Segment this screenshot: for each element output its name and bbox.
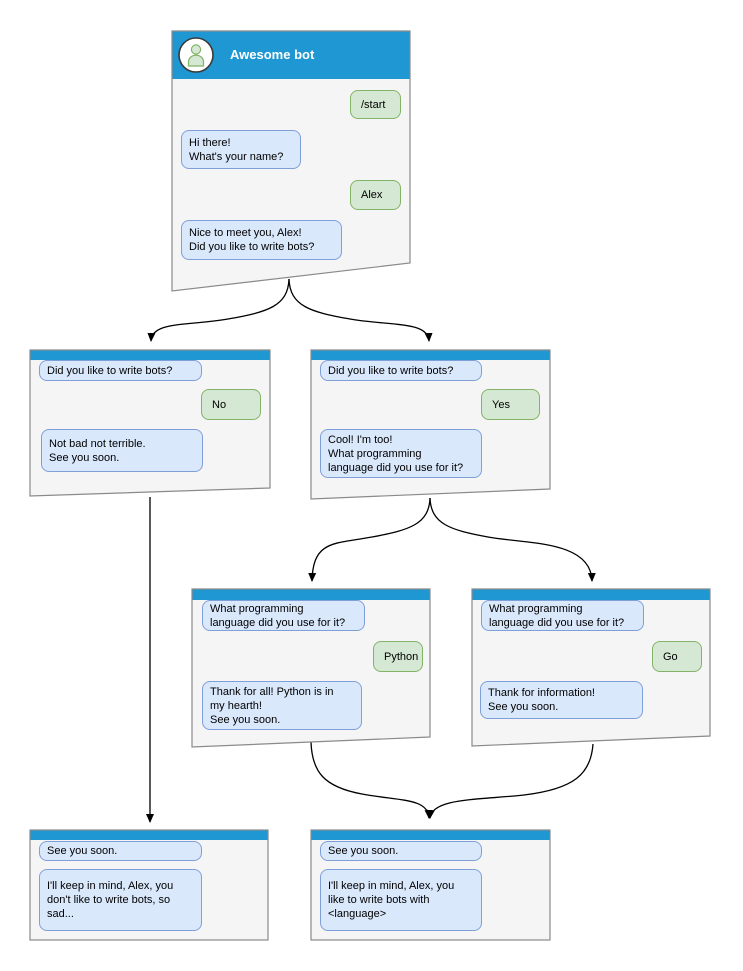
branch-yes-header-bar: [311, 350, 550, 360]
user-message-bubble[interactable]: Python: [373, 641, 423, 672]
bot-avatar: [178, 37, 214, 73]
bot-message-bubble[interactable]: Thank for information! See you soon.: [480, 681, 643, 719]
message-text: /start: [361, 98, 386, 111]
bot-message-bubble[interactable]: Thank for all! Python is in my hearth! S…: [202, 681, 362, 730]
connector-yes-to-go: [429, 497, 596, 582]
message-text: See you soon.: [47, 845, 118, 857]
message-text: See you soon.: [328, 845, 399, 857]
bot-message-bubble[interactable]: What programming language did you use fo…: [481, 600, 644, 631]
branch-go-border: [471, 588, 711, 747]
user-message-bubble[interactable]: Alex: [350, 180, 401, 210]
message-text: I'll keep in mind, Alex, you don't like …: [47, 880, 174, 920]
message-text: Go: [663, 650, 678, 663]
message-text: What programming language did you use fo…: [210, 602, 346, 629]
branch-go-header-bar: [472, 589, 710, 600]
message-text: Python: [384, 650, 419, 663]
person-icon: [187, 44, 205, 67]
user-message-bubble[interactable]: No: [201, 389, 261, 420]
bot-message-bubble[interactable]: Did you like to write bots?: [320, 360, 482, 381]
message-text: Not bad not terrible. See you soon.: [49, 437, 146, 464]
connector-yes-to-python: [308, 497, 431, 582]
bot-message-bubble[interactable]: Nice to meet you, Alex! Did you like to …: [181, 220, 342, 260]
branch-python-header-bar: [192, 589, 430, 600]
connector-main-to-yes: [288, 278, 433, 342]
message-text: No: [212, 398, 227, 411]
bot-message-bubble[interactable]: Did you like to write bots?: [39, 360, 202, 381]
end-yes-header-bar: [311, 830, 550, 840]
end-no-header-bar: [30, 830, 268, 840]
message-text: What programming language did you use fo…: [489, 602, 625, 629]
end-no-border: [29, 829, 269, 941]
branch-python-border: [191, 588, 431, 748]
branch-yes-border: [310, 349, 551, 500]
message-text: Hi there! What's your name?: [189, 136, 284, 163]
user-message-bubble[interactable]: Go: [652, 641, 702, 672]
bot-message-bubble[interactable]: I'll keep in mind, Alex, you like to wri…: [320, 869, 482, 931]
branch-no-border: [29, 349, 271, 497]
bot-message-bubble[interactable]: Cool! I'm too! What programming language…: [320, 429, 482, 478]
bot-message-bubble[interactable]: See you soon.: [320, 841, 482, 861]
end-yes-border: [310, 829, 551, 941]
chat-window-main-border: [171, 30, 411, 292]
bot-message-bubble[interactable]: What programming language did you use fo…: [202, 600, 365, 631]
bot-message-bubble[interactable]: See you soon.: [39, 841, 202, 861]
message-text: Nice to meet you, Alex! Did you like to …: [189, 227, 315, 253]
message-text: Yes: [492, 398, 510, 411]
window-title: Awesome bot: [230, 47, 315, 62]
message-text: Did you like to write bots?: [328, 364, 454, 377]
branch-no-header-bar: [30, 350, 270, 360]
connector-go-to-end: [426, 743, 594, 819]
message-text: I'll keep in mind, Alex, you like to wri…: [328, 880, 455, 920]
message-text: Did you like to write bots?: [47, 364, 173, 377]
connector-python-to-end: [310, 741, 433, 819]
bot-message-bubble[interactable]: I'll keep in mind, Alex, you don't like …: [39, 869, 202, 931]
user-message-bubble[interactable]: Yes: [481, 389, 540, 420]
message-text: Cool! I'm too! What programming language…: [328, 433, 464, 474]
bot-message-bubble[interactable]: Not bad not terrible. See you soon.: [41, 429, 203, 472]
message-text: Thank for all! Python is in my hearth! S…: [210, 685, 334, 726]
bot-message-bubble[interactable]: Hi there! What's your name?: [181, 130, 301, 169]
message-text: Alex: [361, 189, 383, 201]
message-text: Thank for information! See you soon.: [488, 687, 595, 713]
connector-main-to-no: [147, 278, 290, 342]
user-message-bubble[interactable]: /start: [350, 90, 401, 119]
